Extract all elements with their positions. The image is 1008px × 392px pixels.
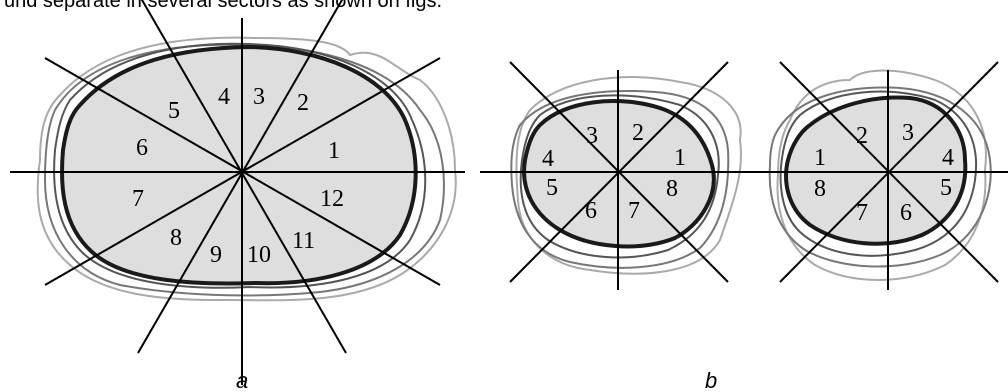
sector-a-2: 2 xyxy=(297,90,309,116)
sector-a-4: 4 xyxy=(218,84,230,110)
panel-a-label: a xyxy=(236,368,248,392)
sector-bl-3: 3 xyxy=(586,123,598,149)
sector-a-3: 3 xyxy=(253,84,265,110)
sector-a-9: 9 xyxy=(210,242,222,268)
panel-b-label: b xyxy=(705,368,717,392)
sector-bl-1: 1 xyxy=(674,145,686,171)
sector-br-7: 7 xyxy=(856,200,868,226)
sector-a-6: 6 xyxy=(136,135,148,161)
panel-b-left: 1 2 3 4 5 6 7 8 xyxy=(480,62,760,290)
shape-fill xyxy=(62,47,416,283)
sector-br-6: 6 xyxy=(900,200,912,226)
sector-bl-2: 2 xyxy=(632,120,644,146)
sector-br-4: 4 xyxy=(942,145,954,171)
sector-bl-4: 4 xyxy=(542,146,554,172)
sector-a-8: 8 xyxy=(170,225,182,251)
sector-a-11: 11 xyxy=(292,228,315,254)
sector-bl-8: 8 xyxy=(666,176,678,202)
panel-a: 1 2 3 4 5 6 7 8 9 10 11 12 a xyxy=(10,0,465,392)
sector-br-5: 5 xyxy=(940,175,952,201)
sector-a-1: 1 xyxy=(328,138,340,164)
sector-br-3: 3 xyxy=(902,120,914,146)
sector-br-1: 1 xyxy=(814,145,826,171)
sector-bl-6: 6 xyxy=(585,198,597,224)
sector-br-2: 2 xyxy=(856,123,868,149)
sector-a-7: 7 xyxy=(132,186,144,212)
sector-br-8: 8 xyxy=(814,176,826,202)
sector-bl-5: 5 xyxy=(546,175,558,201)
sector-a-12: 12 xyxy=(320,186,344,212)
panel-b-right: 1 2 3 4 5 6 7 8 xyxy=(760,62,1008,290)
sector-a-5: 5 xyxy=(168,98,180,124)
sector-a-10: 10 xyxy=(247,242,271,268)
sector-bl-7: 7 xyxy=(628,198,640,224)
